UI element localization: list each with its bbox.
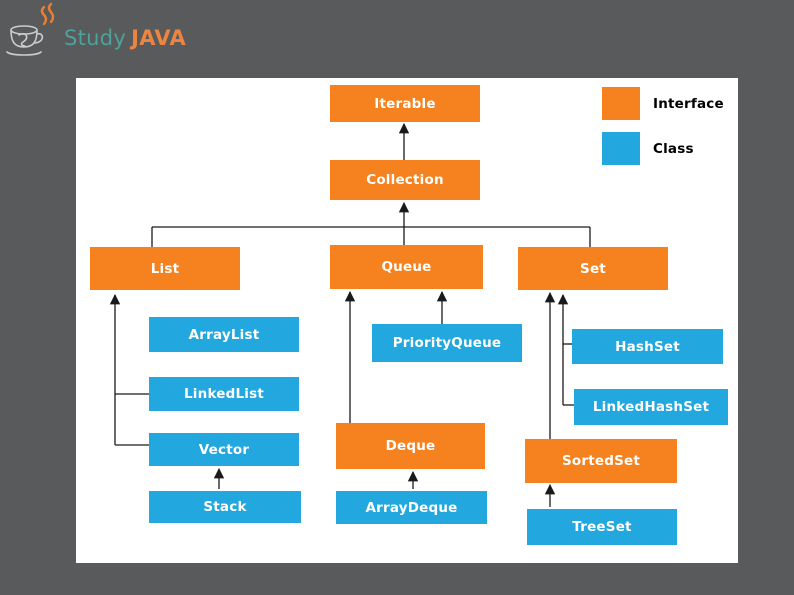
legend-label-class: Class <box>653 140 694 157</box>
node-linkedhashset: LinkedHashSet <box>574 389 728 425</box>
connector-layer <box>109 122 591 507</box>
node-list: List <box>90 247 240 290</box>
node-vector: Vector <box>149 433 299 466</box>
node-collection: Collection <box>330 160 480 200</box>
legend-item-interface: Interface <box>602 87 724 120</box>
class-color-swatch <box>602 132 640 165</box>
node-hashset: HashSet <box>572 329 723 364</box>
node-queue: Queue <box>330 245 483 289</box>
node-iterable: Iterable <box>330 85 480 122</box>
node-deque: Deque <box>336 423 485 469</box>
node-arraylist: ArrayList <box>149 317 299 352</box>
node-priorityqueue: PriorityQueue <box>372 324 522 362</box>
logo-java-text: JAVA <box>131 26 187 50</box>
logo-study-text: Study <box>64 26 127 50</box>
node-stack: Stack <box>149 491 301 523</box>
node-linkedlist: LinkedList <box>149 377 299 411</box>
legend-label-interface: Interface <box>653 95 724 112</box>
interface-color-swatch <box>602 87 640 120</box>
node-treeset: TreeSet <box>527 509 677 545</box>
node-sortedset: SortedSet <box>525 439 677 483</box>
node-arraydeque: ArrayDeque <box>336 491 487 524</box>
node-set: Set <box>518 247 668 290</box>
legend-item-class: Class <box>602 132 694 165</box>
coffee-cup-icon <box>6 2 55 56</box>
